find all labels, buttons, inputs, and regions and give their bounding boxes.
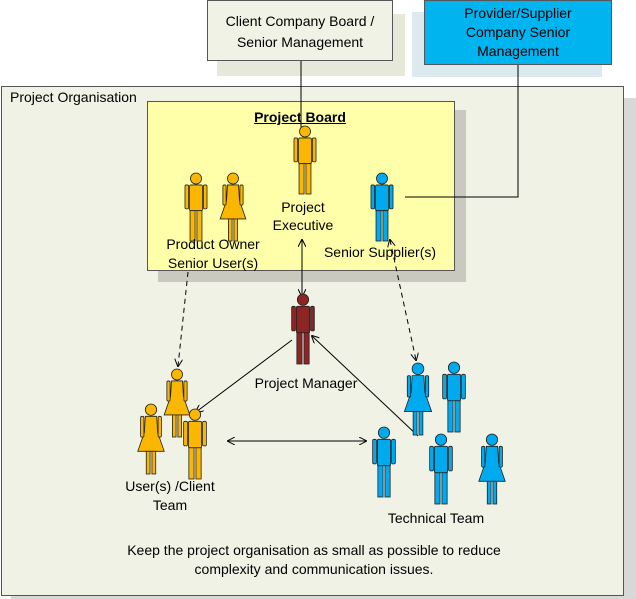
provider-to-supplier-line	[405, 65, 519, 198]
technical-icon-5	[478, 433, 506, 505]
executive-label-line1: Project	[281, 199, 325, 215]
technical-icon-2	[442, 361, 466, 433]
users-team-label-line1: User(s) /Client	[125, 478, 215, 494]
project-executive-icon	[293, 125, 317, 195]
footer-note-line2: complexity and communication issues.	[194, 561, 434, 577]
project-board-title: Project Board	[254, 109, 346, 125]
owner-users-dashed-arrow	[178, 271, 189, 366]
technical-icon-4	[429, 433, 453, 505]
project-manager-icon	[291, 293, 315, 365]
provider-box-line1: Provider/Supplier	[464, 5, 572, 21]
provider-box-line2: Company Senior	[465, 24, 571, 40]
product-owner-label-line1: Product Owner	[166, 236, 260, 252]
client-box-line1: Client Company Board /	[225, 13, 375, 29]
project-organisation-title: Project Organisation	[10, 89, 137, 105]
product-owner-icon	[184, 172, 208, 242]
user-icon-3	[183, 408, 207, 480]
senior-supplier-label: Senior Supplier(s)	[323, 244, 437, 260]
provider-box-line3: Management	[477, 43, 559, 59]
technical-icon-1	[403, 362, 433, 436]
manager-technical-arrow	[312, 336, 419, 437]
manager-users-arrow	[196, 339, 293, 412]
provider-company-box	[424, 0, 612, 65]
technical-icon-3	[372, 426, 396, 498]
supplier-technical-dashed-arrow	[390, 240, 416, 360]
executive-label-line2: Executive	[272, 217, 334, 233]
client-box-line2: Senior Management	[236, 34, 364, 50]
users-team-label-line2: Team	[152, 497, 188, 513]
project-manager-label: Project Manager	[254, 375, 358, 391]
user-icon-2	[137, 403, 165, 475]
user-icon-1	[163, 368, 191, 438]
senior-supplier-icon	[370, 172, 394, 242]
senior-user-icon	[219, 172, 247, 242]
technical-team-label: Technical Team	[387, 510, 485, 526]
product-owner-label-line2: Senior User(s)	[167, 255, 259, 271]
client-company-box	[207, 0, 393, 61]
footer-note-line1: Keep the project organisation as small a…	[127, 542, 501, 558]
